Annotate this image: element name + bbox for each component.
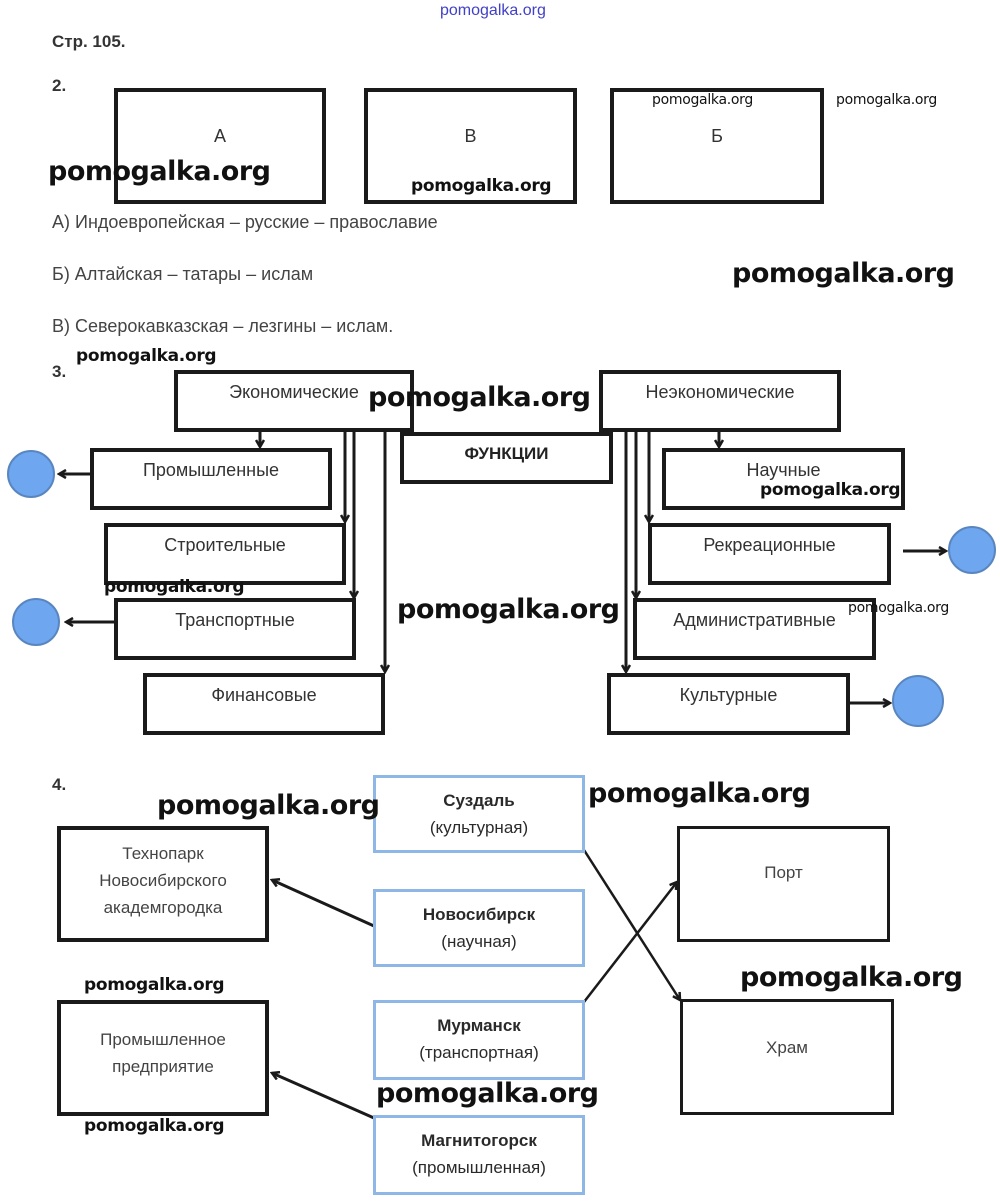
economic-item-label: Транспортные xyxy=(175,610,295,630)
city-name: Новосибирск xyxy=(422,905,536,924)
watermark-text: pomogalka.org xyxy=(376,1078,599,1109)
circle-marker-industrial xyxy=(7,450,55,498)
watermark-text: pomogalka.org xyxy=(157,790,380,821)
target-line: Промышленное xyxy=(100,1030,226,1049)
watermark-text: pomogalka.org xyxy=(760,480,901,500)
target-label: Храм xyxy=(766,1038,808,1057)
economic-item-finance: Финансовые xyxy=(143,673,385,735)
task4-number: 4. xyxy=(52,775,67,794)
task2-box-v-label: В xyxy=(464,126,477,146)
watermark-text: pomogalka.org xyxy=(740,962,963,993)
economic-item-construction: Строительные xyxy=(104,523,346,585)
city-name: Суздаль xyxy=(443,791,515,810)
task2-box-b: Б xyxy=(610,88,824,204)
economic-item-label: Финансовые xyxy=(211,685,317,705)
target-technopark: Технопарк Новосибирского академгородка xyxy=(57,826,269,942)
task2-number: 2. xyxy=(52,76,67,95)
economic-item-industrial: Промышленные xyxy=(90,448,332,510)
watermark-text: pomogalka.org xyxy=(848,600,949,616)
city-name: Мурманск xyxy=(437,1016,521,1035)
noneconomic-item-recreation: Рекреационные xyxy=(648,523,891,585)
watermark-text: pomogalka.org xyxy=(84,1116,225,1136)
functions-center-label: ФУНКЦИИ xyxy=(464,444,549,463)
city-function: (промышленная) xyxy=(412,1158,546,1177)
watermark-text: pomogalka.org xyxy=(76,346,217,366)
task2-answer-v: В) Северокавказская – лезгины – ислам. xyxy=(52,316,394,336)
watermark-text: pomogalka.org xyxy=(732,258,955,289)
noneconomic-item-label: Культурные xyxy=(679,685,778,705)
page-header: Стр. 105. xyxy=(52,32,126,51)
watermark-text: pomogalka.org xyxy=(397,594,620,625)
task2-box-v: В xyxy=(364,88,577,204)
target-line: Новосибирского xyxy=(99,871,227,890)
circle-marker-transport xyxy=(12,598,60,646)
watermark-text: pomogalka.org xyxy=(84,975,225,995)
watermark-text: pomogalka.org xyxy=(104,577,245,597)
noneconomic-item-admin: Административные xyxy=(633,598,876,660)
watermark-text: pomogalka.org xyxy=(368,382,591,413)
city-box-murmansk: Мурманск (транспортная) xyxy=(373,1000,585,1080)
circle-marker-recreation xyxy=(948,526,996,574)
city-name: Магнитогорск xyxy=(421,1131,537,1150)
watermark-text: pomogalka.org xyxy=(48,156,271,187)
economic-functions-box: Экономические xyxy=(174,370,414,432)
arrow-magnitogorsk-enterprise xyxy=(272,1073,375,1120)
task2-answer-b: Б) Алтайская – татары – ислам xyxy=(52,264,314,284)
target-line: предприятие xyxy=(112,1057,214,1076)
city-function: (культурная) xyxy=(429,818,529,837)
top-watermark[interactable]: pomogalka.org xyxy=(440,2,546,19)
watermark-text: pomogalka.org xyxy=(836,92,937,108)
city-function: (транспортная) xyxy=(419,1043,539,1062)
arrow-murmansk-port xyxy=(583,882,677,1003)
noneconomic-functions-label: Неэкономические xyxy=(645,382,795,402)
economic-item-label: Промышленные xyxy=(142,460,280,480)
city-box-novosibirsk: Новосибирск (научная) xyxy=(373,889,585,967)
target-line: Технопарк xyxy=(122,844,204,863)
city-box-magnitogorsk: Магнитогорск (промышленная) xyxy=(373,1115,585,1195)
economic-functions-label: Экономические xyxy=(229,382,359,402)
task2-box-a: А xyxy=(114,88,326,204)
task2-box-b-label: Б xyxy=(711,126,723,146)
target-port: Порт xyxy=(677,826,890,942)
circle-marker-culture xyxy=(892,675,944,727)
noneconomic-item-science: Научные xyxy=(662,448,905,510)
target-industrial-enterprise: Промышленное предприятие xyxy=(57,1000,269,1116)
arrow-suzdal-temple xyxy=(582,849,680,1000)
watermark-text: pomogalka.org xyxy=(411,176,552,196)
watermark-text: pomogalka.org xyxy=(588,778,811,809)
noneconomic-item-culture: Культурные xyxy=(607,673,850,735)
functions-center-box: ФУНКЦИИ xyxy=(400,432,613,484)
noneconomic-item-label: Административные xyxy=(673,610,836,630)
economic-item-transport: Транспортные xyxy=(114,598,356,660)
noneconomic-item-label: Научные xyxy=(746,460,821,480)
task2-answer-a: А) Индоевропейская – русские – православ… xyxy=(52,212,438,232)
target-label: Порт xyxy=(764,863,803,882)
noneconomic-functions-box: Неэкономические xyxy=(599,370,841,432)
economic-item-label: Строительные xyxy=(164,535,286,555)
arrow-novosibirsk-technopark xyxy=(272,880,375,928)
city-box-suzdal: Суздаль (культурная) xyxy=(373,775,585,853)
target-line: академгородка xyxy=(103,898,223,917)
city-function: (научная) xyxy=(441,932,517,951)
task3-number: 3. xyxy=(52,362,67,381)
task2-box-a-label: А xyxy=(213,126,226,146)
watermark-text: pomogalka.org xyxy=(652,92,753,108)
target-temple: Храм xyxy=(680,999,894,1115)
noneconomic-item-label: Рекреационные xyxy=(703,535,836,555)
